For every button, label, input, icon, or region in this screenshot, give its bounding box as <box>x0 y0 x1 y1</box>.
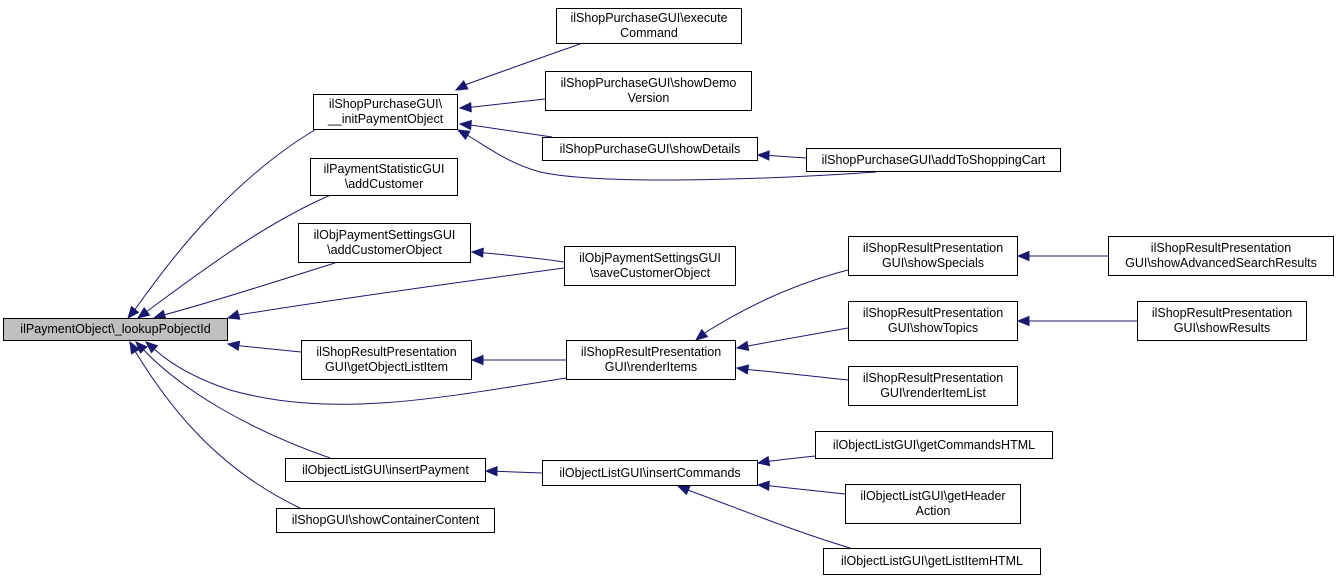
node-show-topics[interactable]: ilShopResultPresentation GUI\showTopics <box>848 301 1018 341</box>
node-save-customer-object[interactable]: ilObjPaymentSettingsGUI \saveCustomerObj… <box>564 246 736 286</box>
edge-renderItems-to-getObjList <box>470 354 566 366</box>
node-insert-payment[interactable]: ilObjectListGUI\insertPayment <box>285 458 486 482</box>
arrowhead-statAddCust-to-lookup <box>136 306 151 319</box>
edge-execCmd-to-initPayment <box>454 43 581 91</box>
edge-showAdvSearch-to-showSpecials <box>1016 250 1108 262</box>
edge-showSpecials-to-renderItems <box>694 269 849 341</box>
node-add-to-shopping-cart[interactable]: ilShopPurchaseGUI\addToShoppingCart <box>806 148 1061 172</box>
edge-initPayment-to-lookup <box>127 127 319 320</box>
node-statistic-add-customer[interactable]: ilPaymentStatisticGUI \addCustomer <box>310 158 458 196</box>
node-render-items[interactable]: ilShopResultPresentation GUI\renderItems <box>566 340 736 380</box>
node-get-header-action[interactable]: ilObjectListGUI\getHeader Action <box>845 484 1021 524</box>
edge-insertCommands-to-insertPayment <box>484 466 543 477</box>
node-show-results[interactable]: ilShopResultPresentation GUI\showResults <box>1137 301 1307 341</box>
node-init-payment-object[interactable]: ilShopPurchaseGUI\ __initPaymentObject <box>313 94 458 130</box>
node-show-advanced-search-results[interactable]: ilShopResultPresentation GUI\showAdvance… <box>1108 236 1334 276</box>
edge-getListItemHTML-to-insertCommands <box>676 485 851 549</box>
arrowhead-addToCart-to-initPayment <box>456 129 471 141</box>
edge-getObjList-to-lookup <box>226 340 302 353</box>
node-show-demo-version[interactable]: ilShopPurchaseGUI\showDemo Version <box>545 71 752 111</box>
node-get-list-item-html[interactable]: ilObjectListGUI\getListItemHTML <box>823 548 1041 575</box>
node-render-item-list[interactable]: ilShopResultPresentation GUI\renderItemL… <box>848 366 1018 406</box>
arrowhead-execCmd-to-initPayment <box>454 80 469 91</box>
edge-getCmdHTML-to-insertCommands <box>756 455 816 467</box>
node-get-commands-html[interactable]: ilObjectListGUI\getCommandsHTML <box>815 431 1053 459</box>
edge-showContainer-to-lookup <box>129 340 301 509</box>
edge-addToCart-to-initPayment <box>456 129 877 181</box>
node-execute-command[interactable]: ilShopPurchaseGUI\execute Command <box>556 8 742 44</box>
node-lookup[interactable]: ilPaymentObject\_lookupPobjectId <box>3 318 228 341</box>
edge-objSaveCust-to-objAddCust <box>470 247 565 263</box>
edge-statAddCust-to-lookup <box>136 193 334 319</box>
edge-renderItemList-to-renderItems <box>735 364 849 381</box>
edge-showDetails-to-initPayment <box>458 119 553 138</box>
node-insert-commands[interactable]: ilObjectListGUI\insertCommands <box>542 460 758 486</box>
node-show-details[interactable]: ilShopPurchaseGUI\showDetails <box>542 137 758 161</box>
node-show-specials[interactable]: ilShopResultPresentation GUI\showSpecial… <box>848 236 1018 276</box>
node-add-customer-object[interactable]: ilObjPaymentSettingsGUI \addCustomerObje… <box>298 223 471 263</box>
arrowhead-showDetails-to-initPayment <box>458 119 472 131</box>
edge-insertPayment-to-lookup <box>135 341 331 459</box>
edge-showDemo-to-initPayment <box>458 98 546 113</box>
edge-showTopics-to-renderItems <box>735 327 849 352</box>
edge-renderItems-to-lookup <box>144 341 567 405</box>
edge-objSaveCust-to-lookup <box>226 267 565 320</box>
edge-objAddCust-to-lookup <box>152 262 336 320</box>
arrowhead-renderItems-to-lookup <box>144 341 159 354</box>
node-get-object-list-item[interactable]: ilShopResultPresentation GUI\getObjectLi… <box>301 340 472 380</box>
node-show-container-content[interactable]: ilShopGUI\showContainerContent <box>276 508 495 533</box>
edge-showResults-to-showTopics <box>1016 315 1137 327</box>
edge-addToCart-to-showDetails <box>756 150 807 161</box>
edge-getHeaderAction-to-insertCommands <box>756 480 846 495</box>
